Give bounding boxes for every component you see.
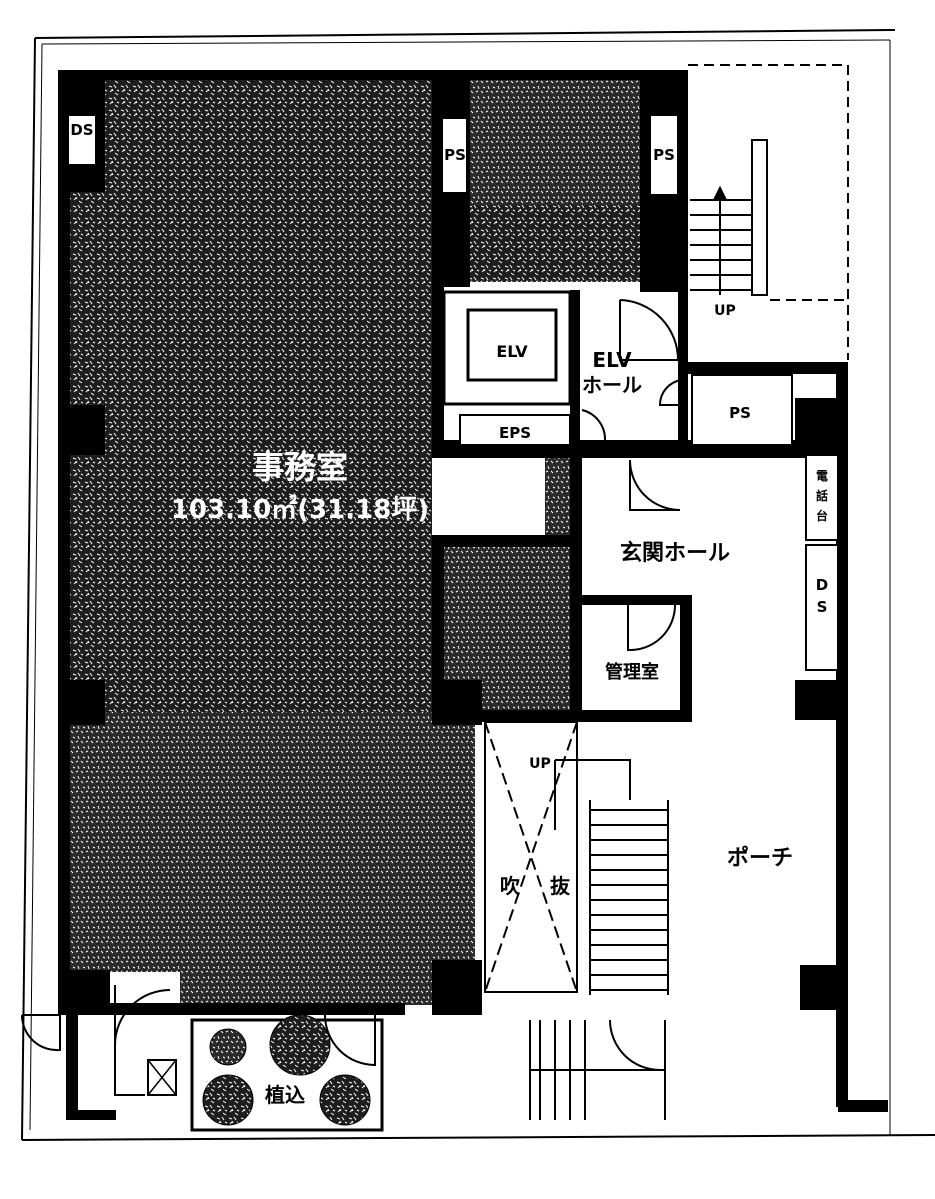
office-name-label: 事務室 [252,448,348,486]
denwa-label-2: 話 [816,488,828,503]
up-label-1: UP [714,303,736,319]
ps-label-3: PS [729,404,751,422]
closets [67,114,839,671]
fukinuke-a-label: 吹 [500,874,521,898]
office-area-label: 103.10㎡(31.18坪) [171,494,429,525]
eps-label: EPS [499,424,531,442]
labels: DS PS PS UP ELV ELV ホール EPS PS 事務室 103.1… [70,121,828,1107]
ds-label-2b: S [817,598,828,616]
fukinuke-b-label: 抜 [550,874,571,898]
up-label-2: UP [529,756,551,772]
entrance-hall-label: 玄関ホール [620,540,730,566]
denwa-label-3: 台 [816,508,828,523]
kanri-label: 管理室 [605,661,659,683]
denwa-label: 電 [816,469,828,483]
walls [58,70,888,1120]
office-room [60,72,475,1005]
doors [20,299,683,1096]
planting-bed [147,1014,384,1132]
stair-upper [690,139,768,296]
site-boundary [21,29,935,1141]
planting-label: 植込 [265,1083,305,1107]
porch-label: ポーチ [727,845,793,871]
elv-hall-label-1: ELV [592,348,632,372]
elv-hall-label-2: ホール [582,373,642,397]
elevator [442,290,572,446]
elv-label: ELV [496,342,528,361]
stair-lower [529,759,669,1120]
ds-label-2: D [816,576,828,594]
ps-label-2: PS [653,146,675,164]
void-area [484,721,578,993]
ps-label-1: PS [444,146,466,164]
ds-label-1: DS [70,121,93,139]
